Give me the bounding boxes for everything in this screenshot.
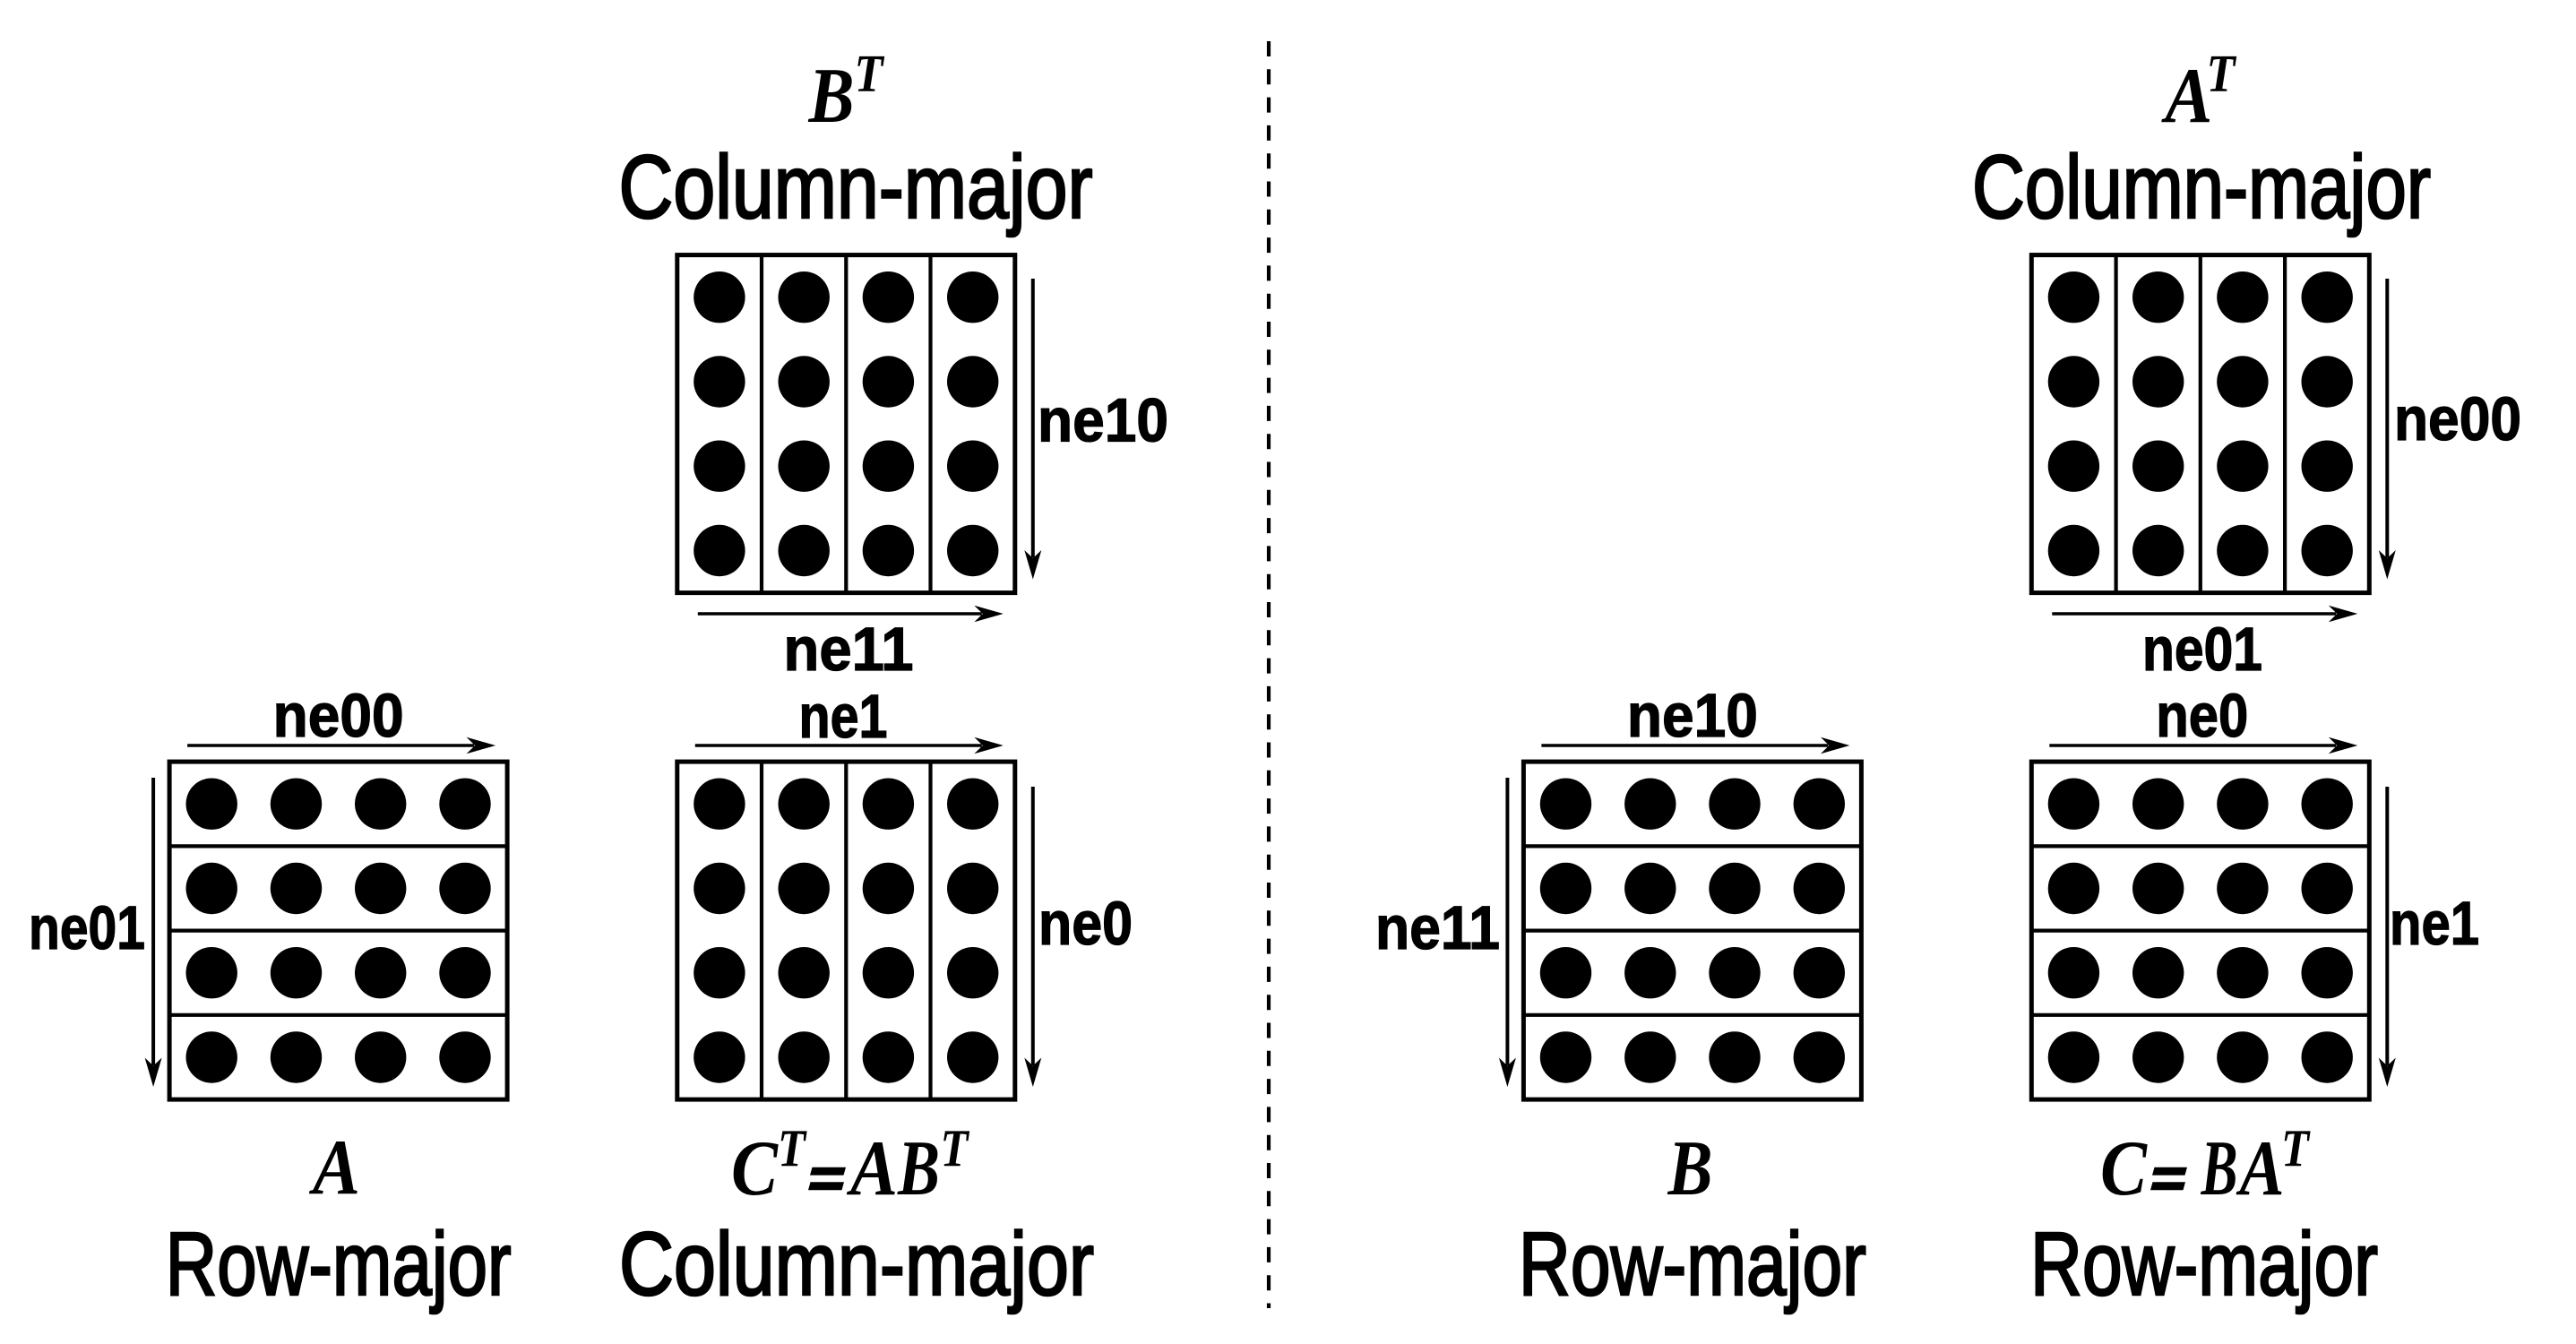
svg-text:Column-major: Column-major <box>619 137 1093 237</box>
svg-text:B: B <box>2201 1125 2238 1212</box>
svg-text:B: B <box>808 53 855 140</box>
svg-text:ne11: ne11 <box>1375 893 1500 962</box>
svg-text:ne01: ne01 <box>2142 615 2262 684</box>
svg-text:ne0: ne0 <box>1038 889 1133 958</box>
svg-text:T: T <box>941 1119 970 1178</box>
svg-text:ne10: ne10 <box>1038 386 1168 455</box>
svg-text:ne1: ne1 <box>2390 889 2479 958</box>
svg-text:Column-major: Column-major <box>619 1214 1094 1314</box>
svg-text:ne0: ne0 <box>2156 681 2248 750</box>
svg-text:ne01: ne01 <box>29 893 145 962</box>
svg-text:C: C <box>731 1125 779 1212</box>
svg-text:B: B <box>1667 1125 1713 1212</box>
svg-text:Row-major: Row-major <box>166 1214 512 1314</box>
svg-text:ne00: ne00 <box>273 681 404 750</box>
svg-text:ne10: ne10 <box>1627 681 1758 750</box>
svg-text:A: A <box>2236 1125 2284 1212</box>
svg-text:ne11: ne11 <box>784 615 914 684</box>
svg-text:T: T <box>2281 1119 2311 1178</box>
svg-text:A: A <box>2161 53 2213 140</box>
svg-text:C: C <box>2100 1125 2148 1212</box>
svg-text:Column-major: Column-major <box>1972 137 2431 237</box>
svg-text:A: A <box>846 1125 898 1212</box>
svg-text:Row-major: Row-major <box>1519 1214 1866 1314</box>
svg-text:T: T <box>2207 44 2237 103</box>
svg-text:B: B <box>897 1125 940 1212</box>
svg-text:Row-major: Row-major <box>2030 1214 2378 1314</box>
svg-text:ne1: ne1 <box>799 682 888 751</box>
svg-text:ne00: ne00 <box>2394 384 2521 453</box>
svg-text:A: A <box>308 1124 360 1211</box>
svg-text:T: T <box>778 1119 807 1178</box>
svg-text:T: T <box>855 44 885 103</box>
